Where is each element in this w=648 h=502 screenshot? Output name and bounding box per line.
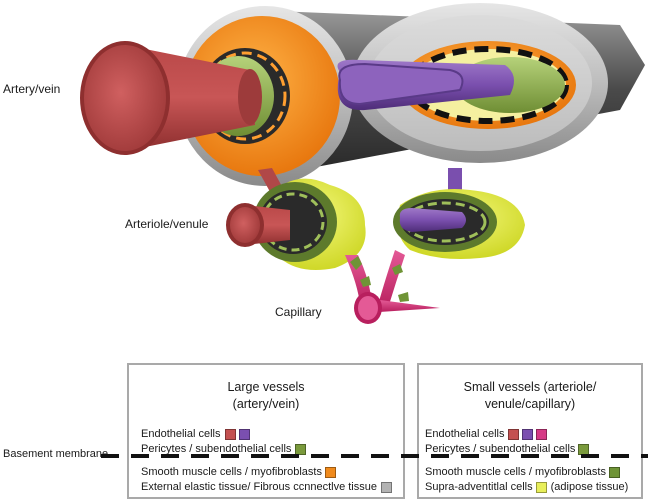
arteriole-venule-label: Arteriole/venule <box>125 217 209 231</box>
legend-row-supra-adventitial: Supra-adventitlal cells (adipose tissue) <box>425 481 628 493</box>
legend-row-note: (adipose tissue) <box>550 481 629 493</box>
vessel-illustration <box>80 3 645 324</box>
legend-row-label: Smooth muscle cells / myofibroblasts <box>141 466 322 478</box>
basement-membrane-line <box>101 454 648 458</box>
legend-row-smooth-muscle: Smooth muscle cells / myofibroblasts <box>425 466 620 478</box>
legend-row-label: Pericytes / subendothelial cells <box>425 443 576 455</box>
legend-large-title-line1: Large vessels <box>227 380 305 394</box>
legend-row-label: External elastic tissue/ Fibrous ccnnect… <box>141 481 377 493</box>
legend-small-title-line2: venule/capillary) <box>484 397 576 411</box>
legend-row-label: Endothelial cells <box>141 428 221 440</box>
basement-membrane-label: Basement membrane <box>3 448 109 460</box>
artery-endothelium <box>80 41 262 155</box>
swatch-yellow <box>535 481 547 493</box>
legend-row-endothelial: Endothelial cells <box>425 428 547 440</box>
swatch-purple <box>521 428 533 440</box>
capillary-label: Capillary <box>275 305 322 319</box>
swatch-green <box>295 443 307 455</box>
swatch-orange <box>324 466 336 478</box>
capillary-network <box>345 250 440 324</box>
venule-cross-section <box>393 189 525 259</box>
legend-row-endothelial: Endothelial cells <box>141 428 250 440</box>
artery-vein-label: Artery/vein <box>3 82 61 96</box>
legend-row-label: Smooth muscle cells / myofibroblasts <box>425 466 606 478</box>
legend-large-title-line2: (artery/vein) <box>232 397 300 411</box>
swatch-green <box>578 443 590 455</box>
arteriole-cross-section <box>226 178 366 271</box>
legend-row-label: Supra-adventitlal cells <box>425 481 533 493</box>
legend-row-smooth-muscle: Smooth muscle cells / myofibroblasts <box>141 466 336 478</box>
swatch-red <box>507 428 519 440</box>
vein-endothelium <box>337 59 514 111</box>
legend-row-label: Pericytes / subendothelial cells <box>141 443 292 455</box>
legend-small-title: Small vessels (arteriole/ venule/capilla… <box>419 379 641 413</box>
legend-large-vessels: Large vessels (artery/vein) Endothelial … <box>127 363 405 499</box>
swatch-pink <box>535 428 547 440</box>
legend-small-vessels: Small vessels (arteriole/ venule/capilla… <box>417 363 643 499</box>
legend-row-elastic-tissue: External elastic tissue/ Fibrous ccnnect… <box>141 481 392 493</box>
swatch-red <box>224 428 236 440</box>
swatch-grey <box>381 481 392 493</box>
legend-row-label: Endothelial cells <box>425 428 505 440</box>
swatch-dark-green <box>608 466 620 478</box>
legend-row-pericytes: Pericytes / subendothelial cells <box>141 443 307 455</box>
swatch-purple <box>238 428 250 440</box>
legend-small-title-line1: Small vessels (arteriole/ <box>463 380 597 394</box>
legend-large-title: Large vessels (artery/vein) <box>129 379 403 413</box>
